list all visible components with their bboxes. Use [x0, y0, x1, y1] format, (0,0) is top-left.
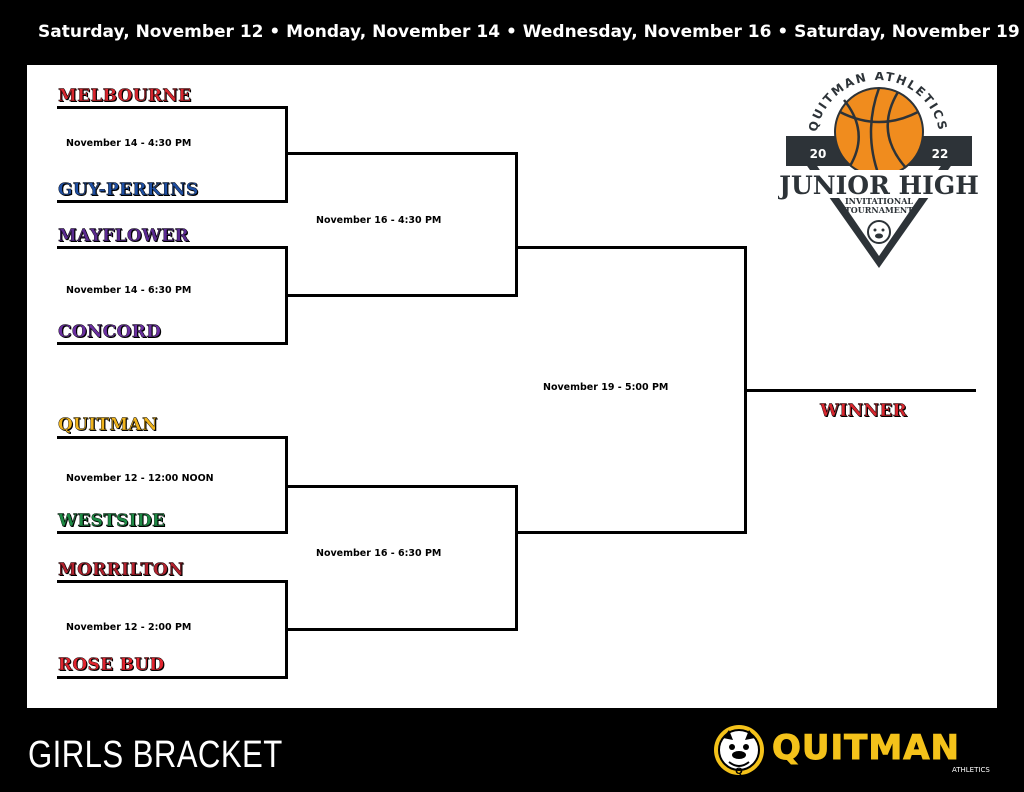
brand-name: QUITMAN	[772, 728, 960, 769]
header-bar: Saturday, November 12 • Monday, November…	[0, 0, 1024, 64]
bracket-line	[744, 246, 747, 534]
bulldog-mascot-icon: Q	[714, 725, 764, 777]
team-rose-bud: ROSE BUD	[58, 655, 165, 675]
team-concord: CONCORD	[58, 322, 162, 342]
bracket-line	[285, 246, 288, 345]
bracket-line	[57, 531, 287, 534]
team-mayflower: MAYFLOWER	[58, 226, 190, 246]
logo-subtitle: INVITATIONAL	[845, 196, 913, 206]
bracket-line	[517, 246, 746, 249]
bracket-line	[285, 436, 288, 534]
bracket-line	[57, 436, 287, 439]
bracket-line	[515, 485, 518, 631]
bracket-line	[57, 580, 287, 583]
bracket-line	[57, 342, 287, 345]
tournament-logo: QUITMAN ATHLETICS 20 22 JUNIOR HIGH INVI…	[778, 72, 979, 268]
logo-title: JUNIOR HIGH	[778, 171, 979, 200]
bracket-line	[287, 152, 517, 155]
game-time-final: November 19 - 5:00 PM	[543, 382, 669, 393]
tournament-dates: Saturday, November 12 • Monday, November…	[38, 22, 1020, 42]
bracket-line	[285, 580, 288, 679]
game-time: November 12 - 2:00 PM	[66, 622, 192, 633]
game-time: November 12 - 12:00 NOON	[66, 473, 214, 484]
bracket-line	[517, 531, 746, 534]
bracket-line	[287, 294, 517, 297]
game-time: November 16 - 4:30 PM	[316, 215, 442, 226]
bracket-line	[515, 152, 518, 297]
bracket-line	[57, 106, 287, 109]
bracket-line	[57, 200, 287, 203]
team-guy-perkins: GUY-PERKINS	[58, 180, 199, 200]
winner-label: WINNER	[820, 401, 908, 421]
bracket-title: GIRLS BRACKET	[28, 734, 283, 776]
svg-text:Q: Q	[735, 767, 743, 777]
team-quitman: QUITMAN	[58, 415, 158, 435]
bracket-line	[287, 628, 517, 631]
game-time: November 14 - 4:30 PM	[66, 138, 192, 149]
bracket-line	[287, 485, 517, 488]
winner-line	[746, 389, 976, 392]
team-westside: WESTSIDE	[58, 511, 166, 531]
logo-subtitle-2: TOURNAMENT	[845, 205, 913, 215]
basketball-icon	[834, 87, 924, 177]
logo-year-left: 20	[810, 147, 827, 161]
brand-sub: ATHLETICS	[952, 766, 990, 774]
team-melbourne: MELBOURNE	[58, 86, 192, 106]
bracket-line	[285, 106, 288, 203]
logo-year-right: 22	[932, 147, 949, 161]
game-time: November 16 - 6:30 PM	[316, 548, 442, 559]
game-time: November 14 - 6:30 PM	[66, 285, 192, 296]
team-morrilton: MORRILTON	[58, 560, 185, 580]
bracket-line	[57, 246, 287, 249]
bulldog-icon	[867, 220, 891, 244]
bracket-line	[57, 676, 287, 679]
